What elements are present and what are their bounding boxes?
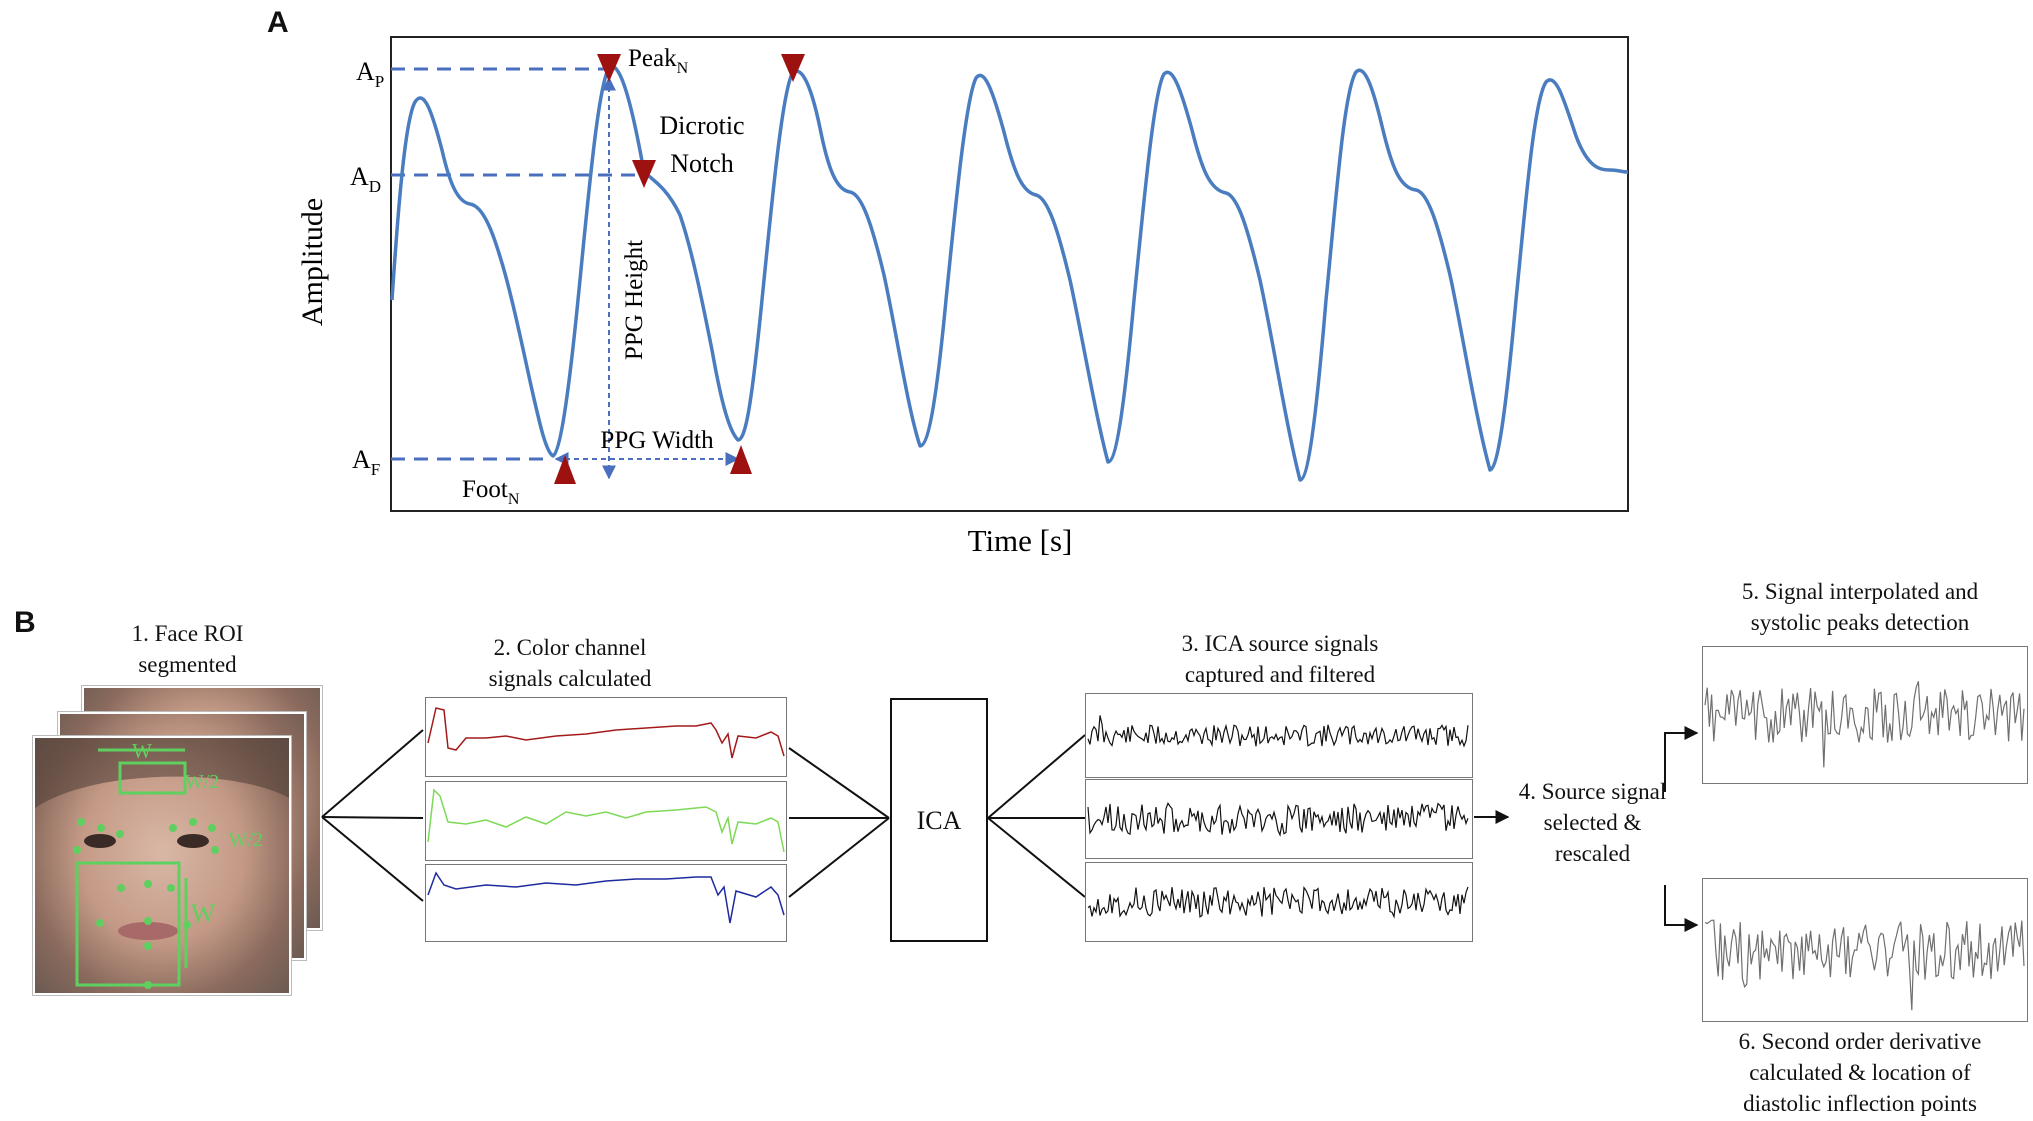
ap-label: AP: [356, 57, 384, 91]
step3-line2: captured and filtered: [1184, 662, 1376, 687]
interpolated-signal-plot: [1702, 646, 2028, 784]
step1-line1: 1. Face ROI: [131, 621, 244, 646]
step4-line2: selected &: [1543, 810, 1642, 835]
dicrotic-label-line2: Notch: [670, 149, 734, 178]
step4-line3: rescaled: [1554, 841, 1631, 866]
step2-line2: signals calculated: [488, 666, 652, 691]
step2-line1: 2. Color channel: [493, 635, 647, 660]
peak-marker-2: [781, 54, 805, 82]
blue-channel-plot: [425, 864, 787, 942]
ica-block: [890, 698, 988, 942]
foot-marker-2: [730, 445, 752, 474]
panel-a-letter: A: [267, 6, 289, 39]
dicrotic-label-line1: Dicrotic: [659, 111, 744, 140]
ica-source-3-plot: [1085, 862, 1473, 942]
step3-line1: 3. ICA source signals: [1181, 631, 1379, 656]
step6-line2: calculated & location of: [1749, 1060, 1971, 1085]
step1-line2: segmented: [138, 652, 237, 677]
step6-line1: 6. Second order derivative: [1738, 1029, 1982, 1054]
red-channel-plot: [425, 697, 787, 777]
green-channel-plot: [425, 781, 787, 861]
green-channel-signal: [427, 788, 785, 853]
step3-label: 3. ICA source signals captured and filte…: [1130, 628, 1430, 690]
step5-line1: 5. Signal interpolated and: [1741, 579, 1979, 604]
red-channel-signal: [427, 707, 785, 759]
step5-line2: systolic peaks detection: [1750, 610, 1970, 635]
ppg-height-label: PPG Height: [621, 240, 648, 360]
ad-label: AD: [350, 162, 381, 196]
peak-label: PeakN: [628, 45, 689, 77]
face-roi-overlay: W W/2 W/2 W: [35, 738, 289, 989]
ppg-waveform-chart: AP AD AF PeakN FootN Dicrotic Notch PPG …: [296, 36, 1629, 558]
second-derivative-signal: [1704, 919, 2025, 1011]
roi-w-half-2: W/2: [229, 829, 263, 851]
foot-label: FootN: [462, 476, 520, 508]
roi-w-half-1: W/2: [185, 771, 219, 793]
roi-w-top: W: [132, 739, 152, 763]
ica-source-1-plot: [1085, 693, 1473, 778]
y-axis-title: Amplitude: [296, 198, 329, 326]
ica-label: ICA: [916, 806, 962, 835]
face-frame-front: W W/2 W/2 W: [33, 736, 291, 995]
step6-line3: diastolic inflection points: [1743, 1091, 1977, 1116]
blue-channel-signal: [427, 871, 785, 924]
ica-source-2-signal: [1087, 801, 1469, 837]
ppg-signal-line: [390, 64, 1629, 482]
roi-w-big: W: [191, 899, 216, 928]
ppg-width-label: PPG Width: [600, 427, 714, 454]
step5-label: 5. Signal interpolated and systolic peak…: [1690, 576, 2030, 638]
step1-label: 1. Face ROI segmented: [100, 618, 275, 680]
ica-source-3-signal: [1087, 886, 1469, 919]
ica-source-2-plot: [1085, 779, 1473, 859]
interpolated-signal: [1704, 681, 2025, 768]
dicrotic-notch-marker: [632, 160, 656, 188]
step2-label: 2. Color channel signals calculated: [440, 632, 700, 694]
second-derivative-plot: [1702, 878, 2028, 1022]
ica-source-1-signal: [1087, 715, 1469, 748]
plot-frame: [390, 36, 1629, 512]
step6-label: 6. Second order derivative calculated & …: [1690, 1026, 2030, 1119]
af-label: AF: [352, 445, 380, 479]
panel-b-letter: B: [14, 606, 36, 639]
x-axis-title: Time [s]: [968, 523, 1073, 558]
foot-marker-1: [554, 455, 576, 484]
step4-line1: 4. Source signal: [1518, 779, 1667, 804]
step4-label: 4. Source signal selected & rescaled: [1505, 776, 1680, 869]
peak-marker-1: [597, 54, 621, 82]
